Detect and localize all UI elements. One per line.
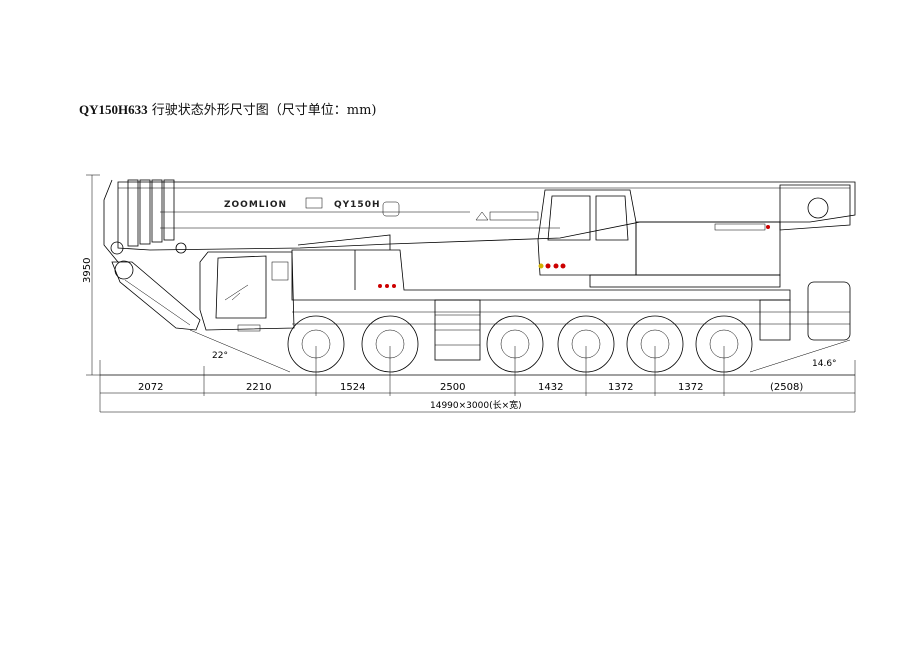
approach-angle: 22°	[212, 351, 228, 361]
height-label: 3950	[82, 258, 93, 283]
boom-model-label: QY150H	[334, 200, 381, 210]
warning-sticker	[489, 211, 539, 221]
approach-line	[189, 329, 291, 373]
overall-label: 14990×3000(长×宽)	[430, 399, 522, 411]
rear-tank	[807, 281, 851, 341]
model-name: QY150H633	[79, 102, 148, 117]
departure-line	[749, 339, 851, 373]
overall-dimension: 14990×3000(长×宽)	[100, 399, 855, 413]
dim-label: 2500	[440, 382, 465, 393]
carrier-frame	[291, 234, 851, 361]
departure-angle: 14.6°	[812, 359, 837, 369]
logo-badge	[305, 197, 323, 209]
title-text: 行驶状态外形尺寸图（尺寸单位：mm)	[147, 103, 377, 118]
dim-label: (2508)	[770, 382, 803, 393]
boom-logo: ZOOMLION	[224, 200, 287, 210]
boom	[103, 179, 856, 263]
segment-dimensions: 2072 2210 1524 2500 1432 1372 1372 (2508…	[99, 346, 856, 412]
hook-block	[111, 260, 201, 331]
turntable	[589, 184, 851, 288]
carrier-cab	[199, 251, 295, 332]
boom-plate	[382, 201, 400, 217]
dim-label: 1372	[678, 382, 703, 393]
warning-triangle-icon	[475, 211, 489, 221]
dim-label: 1372	[608, 382, 633, 393]
dim-label: 1432	[538, 382, 563, 393]
height-dimension: 3950	[82, 174, 100, 376]
dim-label: 1524	[340, 382, 365, 393]
wheels	[287, 315, 753, 373]
page-title: QY150H633 行驶状态外形尺寸图（尺寸单位：mm)	[79, 99, 376, 118]
dim-label: 2072	[138, 382, 163, 393]
dim-label: 2210	[246, 382, 271, 393]
